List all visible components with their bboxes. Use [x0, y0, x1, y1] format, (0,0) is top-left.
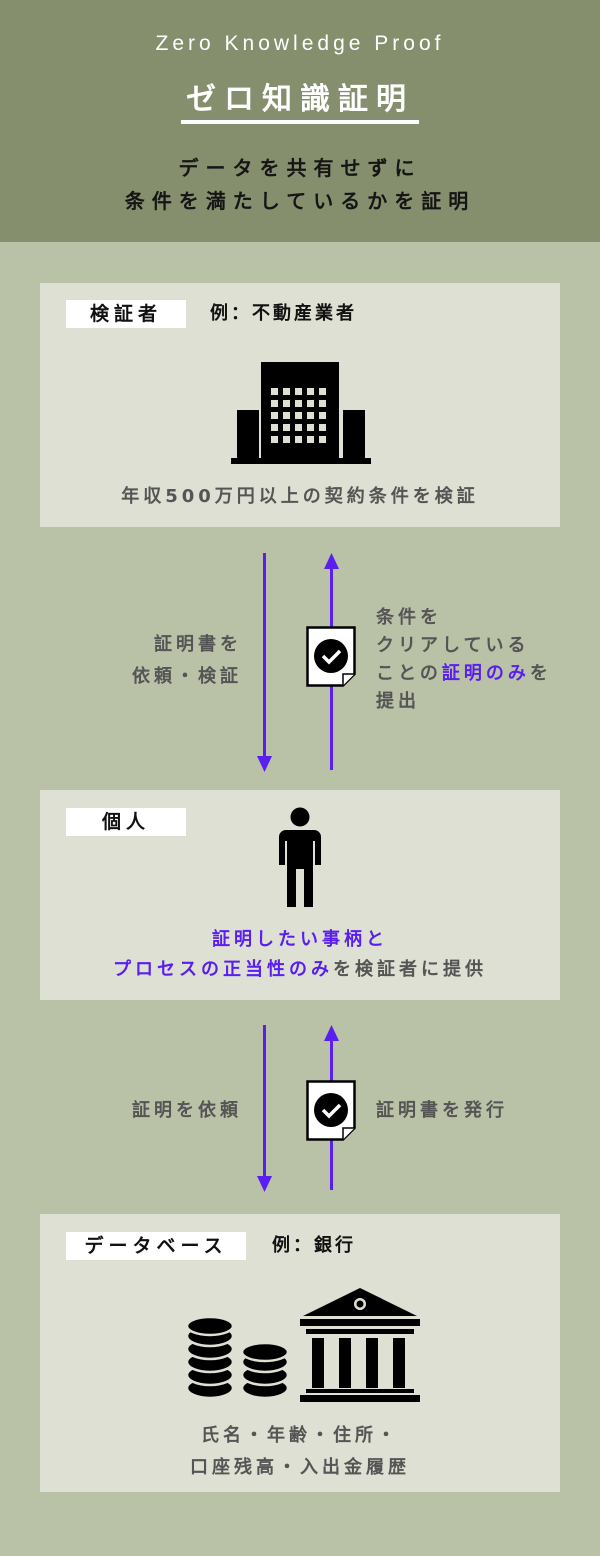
database-line2: 口座残高・入出金履歴: [190, 1457, 410, 1478]
request-arrow: [263, 1025, 266, 1181]
coin-stack-icon: [186, 1316, 290, 1400]
window: [307, 424, 314, 431]
title-underline: [181, 120, 419, 124]
window: [319, 436, 326, 443]
window: [295, 400, 302, 407]
text-line: 証明書を: [154, 634, 242, 655]
window: [283, 424, 290, 431]
flow2-right-text: 証明書を発行: [376, 1100, 508, 1121]
highlight-text: 証明のみ: [441, 663, 530, 684]
text: ことの: [376, 663, 442, 684]
window: [295, 424, 302, 431]
subtitle-line: データを共有せずに: [178, 156, 422, 180]
window: [319, 412, 326, 419]
window: [319, 400, 326, 407]
bank-icon: [300, 1288, 420, 1402]
subtitle-line: 条件を満たしているかを証明: [124, 189, 476, 213]
window: [307, 400, 314, 407]
individual-line1: 証明したい事柄と: [212, 929, 388, 950]
window: [271, 436, 278, 443]
arrow-down-icon: [257, 756, 272, 772]
text-line: 条件を: [376, 607, 442, 628]
page-title: ゼロ知識証明: [186, 82, 414, 117]
verifier-label: 検証者: [66, 300, 186, 328]
text-line: 提出: [376, 691, 420, 712]
highlight-text: プロセスの正当性のみ: [113, 959, 333, 980]
window: [271, 400, 278, 407]
database-card: [40, 1214, 560, 1492]
window: [307, 388, 314, 395]
individual-label: 個人: [66, 808, 186, 836]
arrow-down-icon: [257, 1176, 272, 1192]
window: [271, 424, 278, 431]
window: [295, 436, 302, 443]
checked-document-icon: [306, 626, 356, 687]
window: [319, 424, 326, 431]
database-label: データベース: [66, 1232, 246, 1260]
verifier-description: 年収500万円以上の契約条件を検証: [121, 486, 479, 507]
flow1-right-text: 条件を クリアしている ことの証明のみを 提出: [376, 604, 552, 716]
checked-document-icon: [306, 1080, 356, 1141]
window: [295, 412, 302, 419]
database-example: 例：銀行: [272, 1235, 356, 1256]
request-arrow: [263, 553, 266, 761]
text: を検証者に提供: [333, 959, 487, 980]
flow2-left-text: 証明を依頼: [132, 1100, 242, 1121]
window: [307, 412, 314, 419]
flow1-left-text: 証明書を依頼・検証: [100, 629, 242, 693]
window: [271, 412, 278, 419]
english-title: Zero Knowledge Proof: [155, 32, 445, 55]
person-icon: [279, 807, 321, 907]
arrow-up-icon: [324, 1025, 339, 1041]
individual-line2: プロセスの正当性のみを検証者に提供: [40, 955, 560, 981]
window: [295, 388, 302, 395]
arrow-up-icon: [324, 553, 339, 569]
window: [283, 388, 290, 395]
text-line: ことの証明のみを: [376, 660, 552, 688]
window: [283, 412, 290, 419]
text-line: 依頼・検証: [132, 666, 242, 687]
text-line: クリアしている: [376, 635, 530, 656]
window: [283, 436, 290, 443]
window: [283, 400, 290, 407]
text: を: [529, 663, 552, 684]
building-icon: [231, 362, 371, 464]
verifier-example: 例：不動産業者: [210, 303, 357, 324]
database-line1: 氏名・年齢・住所・: [201, 1425, 399, 1446]
window: [319, 388, 326, 395]
window: [307, 436, 314, 443]
window: [271, 388, 278, 395]
